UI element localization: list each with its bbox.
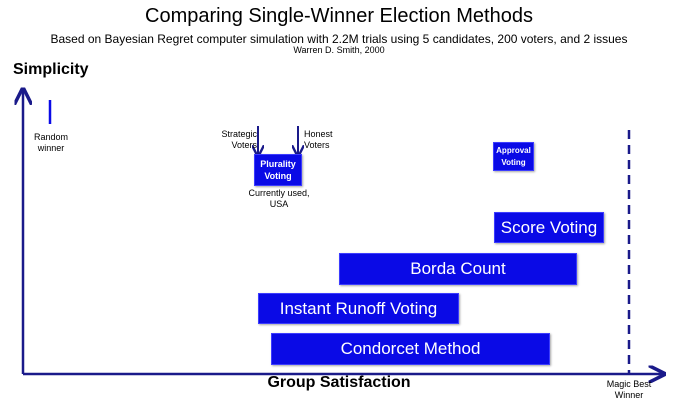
random-winner-label: Random winner	[33, 132, 69, 153]
y-axis-label: Simplicity	[13, 61, 89, 78]
strategic-voters-label: Strategic Voters	[221, 129, 257, 150]
approval-voting-label: Approval Voting	[496, 145, 531, 167]
author-credit: Warren D. Smith, 2000	[293, 45, 385, 55]
x-axis-label: Group Satisfaction	[267, 374, 411, 391]
borda-count-label: Borda Count	[410, 259, 506, 278]
approval-voting-box: Approval Voting	[493, 142, 534, 171]
condorcet-method-box: Condorcet Method	[271, 333, 550, 365]
chart-subtitle: Based on Bayesian Regret computer simula…	[50, 32, 628, 46]
honest-voters-label: Honest Voters	[304, 129, 333, 150]
borda-count-box: Borda Count	[339, 253, 577, 285]
instant-runoff-box: Instant Runoff Voting	[258, 293, 459, 324]
score-voting-label: Score Voting	[500, 217, 598, 237]
magic-best-label: Magic Best Winner	[606, 379, 652, 400]
plurality-voting-box: Plurality Voting	[254, 154, 302, 186]
plurality-note: Currently used, USA	[248, 188, 310, 209]
score-voting-box: Score Voting	[494, 212, 604, 243]
plurality-voting-label: Plurality Voting	[260, 159, 296, 181]
instant-runoff-label: Instant Runoff Voting	[279, 298, 438, 318]
chart-title: Comparing Single-Winner Election Methods	[145, 5, 533, 27]
condorcet-method-label: Condorcet Method	[340, 339, 481, 358]
